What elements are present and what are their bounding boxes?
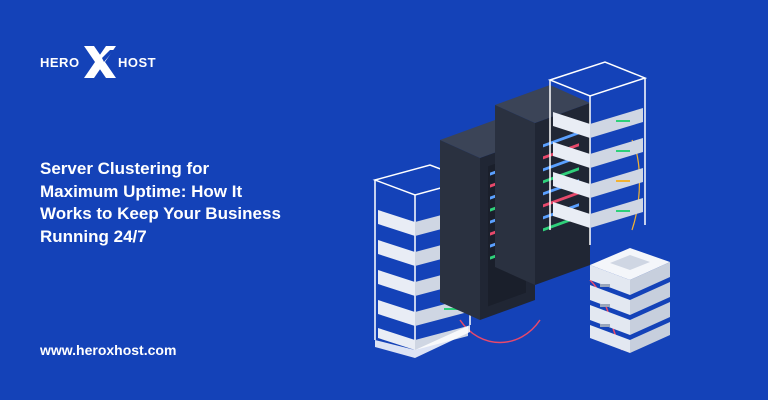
- logo-text-hero: HERO: [40, 55, 80, 70]
- herox-host-logo: HERO HOST: [40, 44, 160, 80]
- cable-left: [459, 319, 541, 344]
- right-rack-units: [553, 108, 643, 228]
- page-title: Server Clustering for Maximum Uptime: Ho…: [40, 158, 330, 248]
- website-url[interactable]: www.heroxhost.com: [40, 342, 177, 358]
- right-open-rack: [547, 61, 648, 245]
- title-line-1: Server Clustering for: [40, 159, 210, 178]
- title-line-2: Maximum Uptime: How It: [40, 181, 243, 201]
- title-line-3: Works to Keep Your Business: [40, 204, 281, 223]
- dark-rack-2: [495, 85, 590, 285]
- x-mark-icon: [84, 46, 116, 78]
- logo-text-host: HOST: [118, 55, 157, 70]
- small-server-stack: [590, 248, 670, 353]
- title-line-4: Running 24/7: [40, 226, 147, 246]
- server-cluster-illustration: [372, 61, 670, 358]
